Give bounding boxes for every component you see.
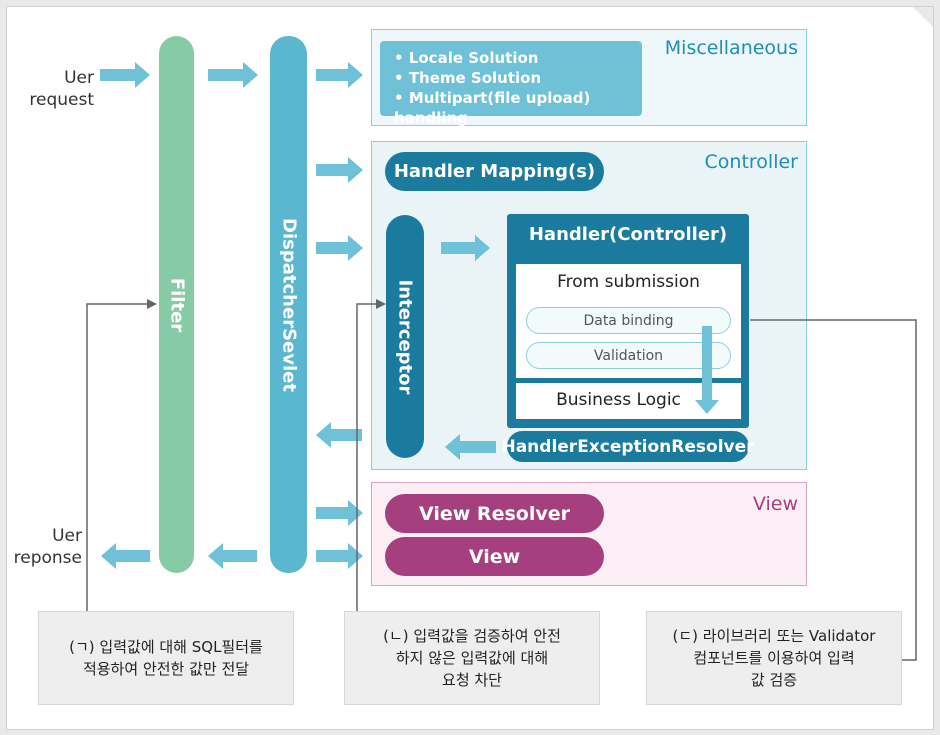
misc-item: • Theme Solution [394,69,542,87]
arrow-resolver-to-interceptor [445,434,496,460]
connector-note-3 [750,319,917,661]
view-region-title: View [752,493,798,515]
form-submission-panel: From submission Data binding Validation [516,264,741,378]
data-binding-pill: Data binding [526,307,731,334]
misc-item: • Locale Solution [394,49,539,67]
misc-item: • Multipart(file upload) handling [394,89,591,127]
handler-controller-box: Handler(Controller) From submission Data… [507,214,749,428]
user-request-label: Uer request [29,68,94,110]
arrow-to-handler-mapping [316,157,363,183]
misc-region-title: Miscellaneous [664,37,798,59]
interceptor-column: Interceptor [386,215,424,458]
handler-mapping-pill: Handler Mapping(s) [385,152,604,191]
arrow-to-view-resolver [316,500,363,526]
arrow-to-misc [316,62,363,88]
business-logic-label: Business Logic [556,390,681,410]
validation-pill: Validation [526,342,731,369]
connector-note-2 [356,303,376,611]
filter-column: Filter [159,36,194,573]
view-resolver-pill: View Resolver [385,494,604,533]
form-submission-label: From submission [557,272,700,292]
dispatcher-servlet-column: DispatcherSevlet [270,36,307,573]
connector-arrowhead-1 [147,299,157,309]
user-response-label: Uer reponse [13,526,82,568]
handler-title: Handler(Controller) [528,224,728,245]
arrow-filter-to-dispatcher [208,62,258,88]
misc-solutions-box: • Locale Solution • Theme Solution • Mul… [380,41,642,127]
connector-arrowhead-2 [376,299,386,309]
controller-region-title: Controller [704,151,798,173]
connector-note-1 [86,303,147,611]
arrow-to-view [316,543,363,569]
page-corner-fold [913,7,933,27]
arrow-filter-to-response [101,543,150,569]
view-pill: View [385,537,604,576]
arrow-interceptor-to-handler [441,235,490,261]
arrow-to-interceptor [316,235,363,261]
arrow-validation-to-business-logic [695,326,719,414]
arrow-interceptor-to-dispatcher [316,422,362,448]
arrow-request-to-filter [100,62,150,88]
handler-exception-resolver-pill: HandlerExceptionResolver [501,431,755,462]
arrow-dispatcher-to-filter [208,543,257,569]
